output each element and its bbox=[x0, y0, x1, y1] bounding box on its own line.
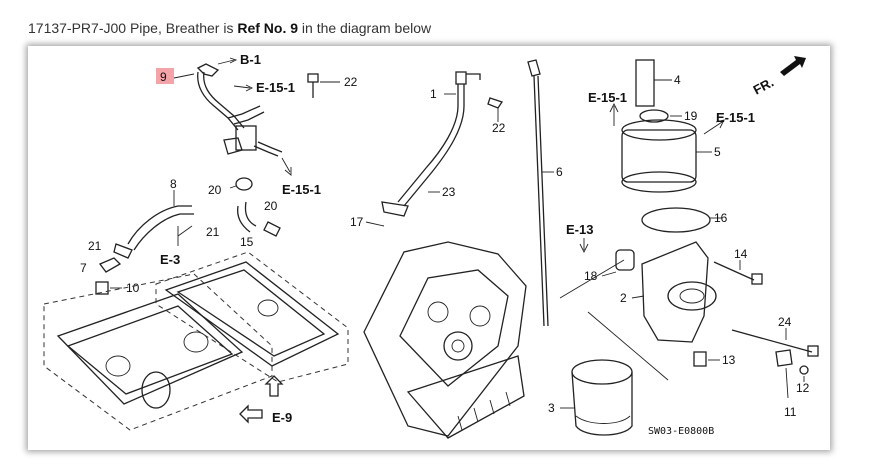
callout-10[interactable]: 10 bbox=[126, 281, 140, 295]
diagram-frame: 9 B-1 E-15-1 E-15-1 22 20 8 21 21 bbox=[28, 46, 830, 450]
callout-9[interactable]: 9 bbox=[160, 70, 167, 84]
callout-7[interactable]: 7 bbox=[80, 261, 87, 275]
bolt-22-drawing bbox=[307, 73, 340, 98]
callout-18[interactable]: 18 bbox=[584, 269, 598, 283]
callout-22-b[interactable]: 22 bbox=[492, 121, 506, 135]
grommet-20-drawing bbox=[229, 177, 253, 191]
drawing-code: SW03-E0800B bbox=[648, 426, 714, 437]
bolt-22-b-drawing bbox=[487, 97, 504, 122]
callout-19[interactable]: 19 bbox=[684, 109, 698, 123]
callout-1[interactable]: 1 bbox=[430, 87, 437, 101]
oil-filter-3-drawing bbox=[560, 311, 669, 436]
caption-prefix: 17137-PR7-J00 Pipe, Breather is bbox=[28, 20, 234, 36]
arrow-e-9-icon bbox=[239, 404, 263, 424]
callout-20-b[interactable]: 20 bbox=[264, 199, 278, 213]
callout-13[interactable]: 12 bbox=[796, 381, 810, 395]
ref-e-15-1-d[interactable]: E-15-1 bbox=[716, 110, 755, 125]
parts-diagram: 9 B-1 E-15-1 E-15-1 22 20 8 21 21 bbox=[43, 52, 819, 439]
callout-23[interactable]: 23 bbox=[442, 185, 456, 199]
bolt-15-drawing bbox=[713, 260, 763, 285]
ref-e-15-1-c[interactable]: E-15-1 bbox=[588, 90, 627, 105]
callout-3[interactable]: 3 bbox=[548, 401, 555, 415]
callout-11[interactable]: 15 bbox=[240, 235, 254, 249]
callout-5[interactable]: 5 bbox=[714, 145, 721, 159]
ref-e-15-1-b[interactable]: E-15-1 bbox=[282, 182, 321, 197]
filter-base-2-drawing bbox=[631, 241, 717, 343]
front-direction-arrow-icon bbox=[780, 56, 806, 76]
caption-ref: Ref No. 9 bbox=[237, 20, 299, 36]
head-cover-drawing bbox=[43, 273, 273, 431]
fitting-7-10-drawing bbox=[95, 257, 122, 295]
hose-11-drawing bbox=[236, 201, 281, 237]
callout-24[interactable]: 24 bbox=[778, 315, 792, 329]
dipstick-6-drawing bbox=[527, 59, 554, 327]
callout-20-a[interactable]: 20 bbox=[208, 183, 222, 197]
caption-suffix: in the diagram below bbox=[301, 20, 432, 36]
direction-label: FR. bbox=[751, 74, 777, 97]
breather-pipe-drawing bbox=[173, 57, 292, 176]
cover-e-9-drawing bbox=[155, 251, 349, 383]
bolt-24-drawing bbox=[731, 328, 819, 357]
callout-21-b[interactable]: 21 bbox=[206, 225, 220, 239]
hose-8-drawing bbox=[113, 190, 194, 259]
callout-15[interactable]: 14 bbox=[734, 247, 748, 261]
callout-12[interactable]: 11 bbox=[784, 405, 797, 419]
callout-22-a[interactable]: 22 bbox=[344, 75, 358, 89]
gasket-18-drawing bbox=[601, 249, 635, 277]
sensor-14-drawing bbox=[693, 351, 720, 367]
callout-21-a[interactable]: 21 bbox=[88, 239, 102, 253]
callout-4[interactable]: 4 bbox=[674, 73, 681, 87]
dipstick-tube-drawing bbox=[365, 71, 481, 227]
callout-2[interactable]: 2 bbox=[620, 291, 627, 305]
ref-e-9[interactable]: E-9 bbox=[272, 410, 292, 425]
ref-e-3[interactable]: E-3 bbox=[160, 252, 180, 267]
page-caption: 17137-PR7-J00 Pipe, Breather is Ref No. … bbox=[28, 20, 431, 36]
callout-8[interactable]: 8 bbox=[170, 177, 177, 191]
ref-9-highlight[interactable] bbox=[156, 68, 174, 84]
engine-block-drawing bbox=[363, 241, 527, 439]
callout-17[interactable]: 16 bbox=[714, 211, 728, 225]
callout-6[interactable]: 6 bbox=[556, 165, 563, 179]
callout-14[interactable]: 13 bbox=[722, 353, 736, 367]
ref-e-13[interactable]: E-13 bbox=[566, 222, 593, 237]
ref-e-15-1-a[interactable]: E-15-1 bbox=[256, 80, 295, 95]
ref-b-1[interactable]: B-1 bbox=[240, 52, 261, 67]
switch-12-13-drawing bbox=[775, 349, 809, 399]
arrow-down-icon bbox=[264, 375, 284, 397]
callout-16[interactable]: 17 bbox=[350, 215, 364, 229]
oil-cooler-drawing bbox=[609, 59, 725, 233]
